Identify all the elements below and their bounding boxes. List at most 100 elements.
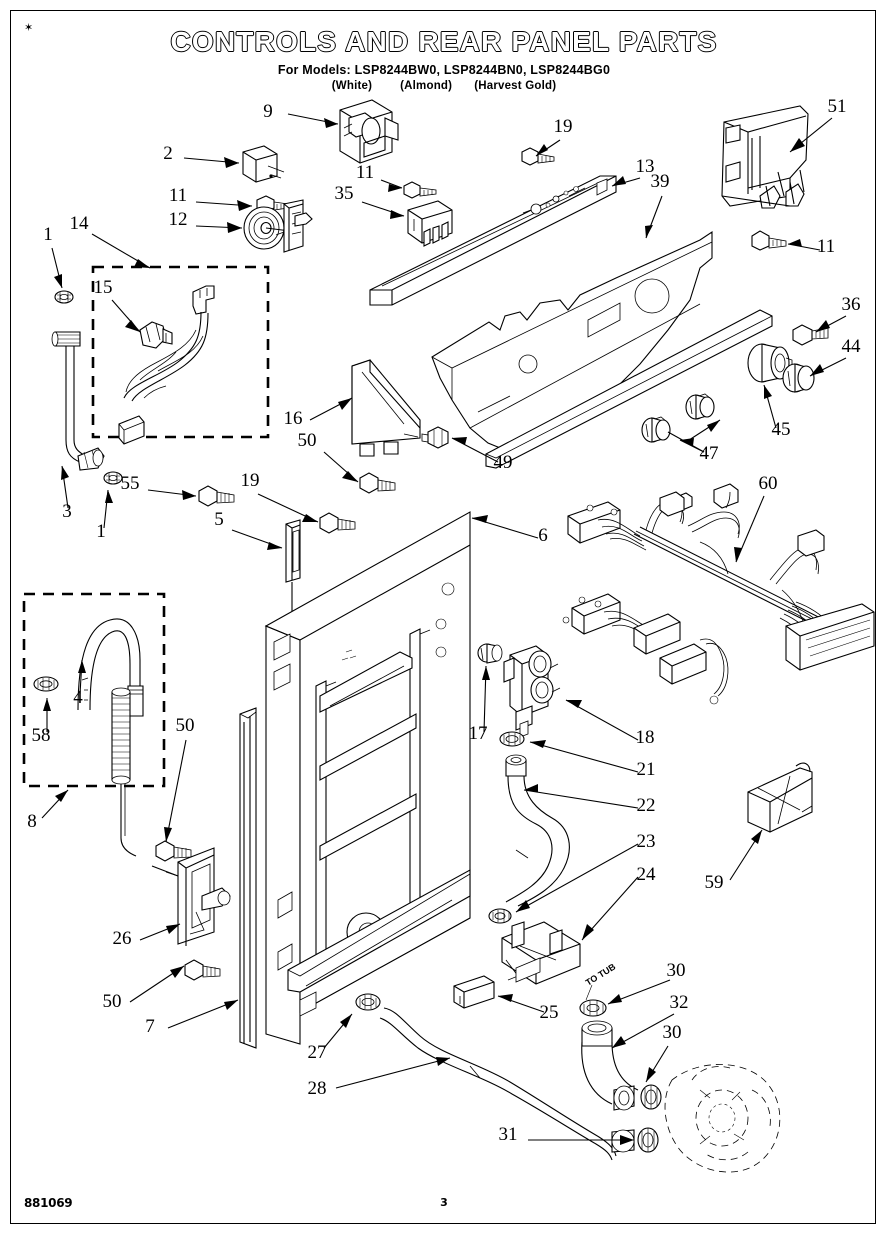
callout-number: 19 (554, 116, 573, 137)
callout-number: 45 (772, 419, 791, 440)
part-36-screw (792, 324, 829, 346)
part-51-support-bracket (721, 105, 809, 209)
callout-number: 60 (759, 473, 778, 494)
part-58-clamp (33, 676, 59, 692)
part-19-screw-lower (319, 512, 356, 534)
part-24-pump-bracket (501, 921, 581, 985)
callout-number: 24 (637, 864, 657, 885)
callout-number: 5 (214, 509, 224, 530)
part-16-side-bracket (351, 359, 421, 457)
callout-number: 30 (663, 1022, 682, 1043)
callout-number: 16 (284, 408, 303, 429)
models-line: For Models: LSP8244BW0, LSP8244BN0, LSP8… (277, 63, 611, 77)
title-block: CONTROLS AND REAR PANEL PARTS For Models… (0, 25, 888, 92)
callout-number: 11 (356, 162, 374, 183)
callout-number: 3 (62, 501, 72, 522)
callout-number: 32 (670, 992, 689, 1013)
callout-number: 30 (667, 960, 686, 981)
page-number: 3 (440, 1196, 448, 1209)
callout-number: 35 (335, 183, 354, 204)
color-legend: (White) (Almond) (Harvest Gold) (0, 80, 888, 92)
callout-number: 51 (828, 96, 847, 117)
document-number: 881069 (24, 1196, 73, 1210)
callout-number: 44 (842, 336, 862, 357)
callout-number: 26 (113, 928, 132, 949)
part-21-clamp (499, 731, 525, 747)
callout-number: 55 (121, 473, 140, 494)
part-26-bracket (151, 847, 231, 946)
console-lower-lip (485, 309, 773, 469)
part-39-console-panel (431, 230, 713, 453)
part-25-clip (453, 975, 495, 1009)
color-harvest-gold: (Harvest Gold) (474, 80, 557, 92)
part-11-screw-console (403, 181, 437, 199)
part-27-clamp (355, 993, 381, 1011)
part-28-drain-hose (379, 1007, 617, 1161)
part-8-dashed-group (22, 592, 166, 788)
part-22-fill-hose (505, 754, 570, 907)
part-2-switch-block (242, 145, 285, 183)
part-50-screw-b (184, 959, 221, 981)
part-14-power-cord (118, 285, 215, 445)
part-60-wire-harness (562, 483, 875, 705)
callout-number: 36 (842, 294, 861, 315)
part-23-clamp (488, 908, 512, 924)
callout-number: 13 (636, 156, 655, 177)
part-7-side-trim (239, 707, 257, 1049)
part-55-screw (198, 485, 235, 507)
callout-number: 58 (32, 725, 51, 746)
part-6-rear-panel (264, 511, 471, 1045)
callout-number: 31 (499, 1124, 518, 1145)
callout-number: 59 (705, 872, 724, 893)
part-14-dashed-group (91, 265, 270, 439)
callout-number: 11 (169, 185, 187, 206)
part-47-knob-a (641, 416, 671, 443)
part-30-clamp-top (579, 999, 607, 1017)
part-49-screw (421, 426, 449, 449)
callout-number: 49 (494, 452, 513, 473)
color-almond: (Almond) (400, 80, 453, 92)
callout-number: 12 (169, 209, 188, 230)
leader-lines (41, 113, 847, 1145)
callout-number: 50 (176, 715, 195, 736)
part-59-base-foot (747, 762, 813, 833)
callout-number: 4 (73, 687, 83, 708)
part-50-screw-c (155, 840, 192, 862)
part-47-knob-b (685, 393, 715, 420)
part-15-strain-relief (139, 321, 173, 349)
to-tub-label: TO TUB (584, 961, 618, 987)
callout-number: 8 (27, 811, 37, 832)
callout-number: 22 (637, 795, 656, 816)
part-50-screw-a (359, 472, 396, 494)
part-4-drain-hose (77, 618, 144, 857)
callout-number: 2 (163, 143, 173, 164)
callout-number: 39 (651, 171, 670, 192)
callout-number: 23 (637, 831, 656, 852)
callout-number: 47 (700, 443, 719, 464)
part-18-water-valve (503, 645, 561, 738)
part-9-timer-housing (339, 99, 399, 164)
callout-number: 15 (94, 277, 113, 298)
callout-number: 11 (817, 236, 835, 257)
callout-number: 6 (538, 525, 548, 546)
callout-number: 17 (469, 723, 488, 744)
color-white: (White) (331, 80, 373, 92)
part-19-screw-upper (521, 147, 555, 166)
callout-number: 50 (298, 430, 317, 451)
part-13-console-rail (369, 175, 617, 306)
corner-mark: ✶ (24, 21, 34, 34)
callout-number: 25 (540, 1002, 559, 1023)
callout-number: 1 (96, 521, 106, 542)
part-35-terminal-block (407, 200, 453, 247)
callout-number: 21 (637, 759, 656, 780)
callout-number: 7 (145, 1016, 155, 1037)
part-5-clip-bracket (285, 519, 301, 640)
part-45-knob (747, 343, 793, 383)
callout-number: 1 (43, 224, 53, 245)
page-title: CONTROLS AND REAR PANEL PARTS (170, 25, 718, 57)
part-12-timer-assembly (243, 199, 313, 253)
callout-number: 18 (636, 727, 655, 748)
callout-number: 14 (70, 213, 90, 234)
part-1-washer-lower (103, 471, 123, 485)
part-11-screw-right (751, 230, 787, 251)
